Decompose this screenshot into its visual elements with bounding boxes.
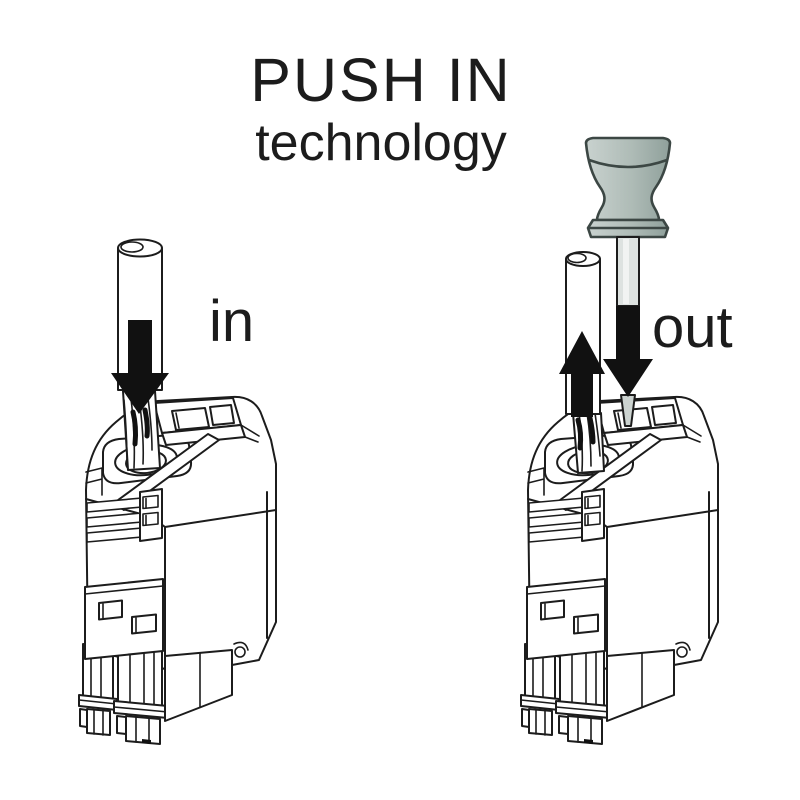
screwdriver-handle: [584, 136, 672, 222]
left-connector: [78, 395, 277, 745]
up-arrow-icon: [559, 331, 605, 417]
stranded-wire-end: [572, 412, 605, 474]
release-figure: [520, 136, 719, 745]
down-arrow-icon: [111, 320, 169, 414]
down-arrow-icon: [603, 306, 653, 397]
screwdriver-blade: [620, 394, 636, 427]
screwdriver-illustration: [584, 136, 672, 427]
diagram-title: PUSH IN technology: [0, 46, 762, 172]
out-label: out: [652, 295, 733, 360]
title-line-push-in: PUSH IN: [250, 46, 512, 114]
in-label: in: [209, 289, 255, 354]
right-connector: [520, 395, 719, 745]
insert-figure: [78, 238, 277, 745]
title-line-technology: technology: [255, 114, 507, 172]
stranded-wire-end: [122, 390, 161, 471]
